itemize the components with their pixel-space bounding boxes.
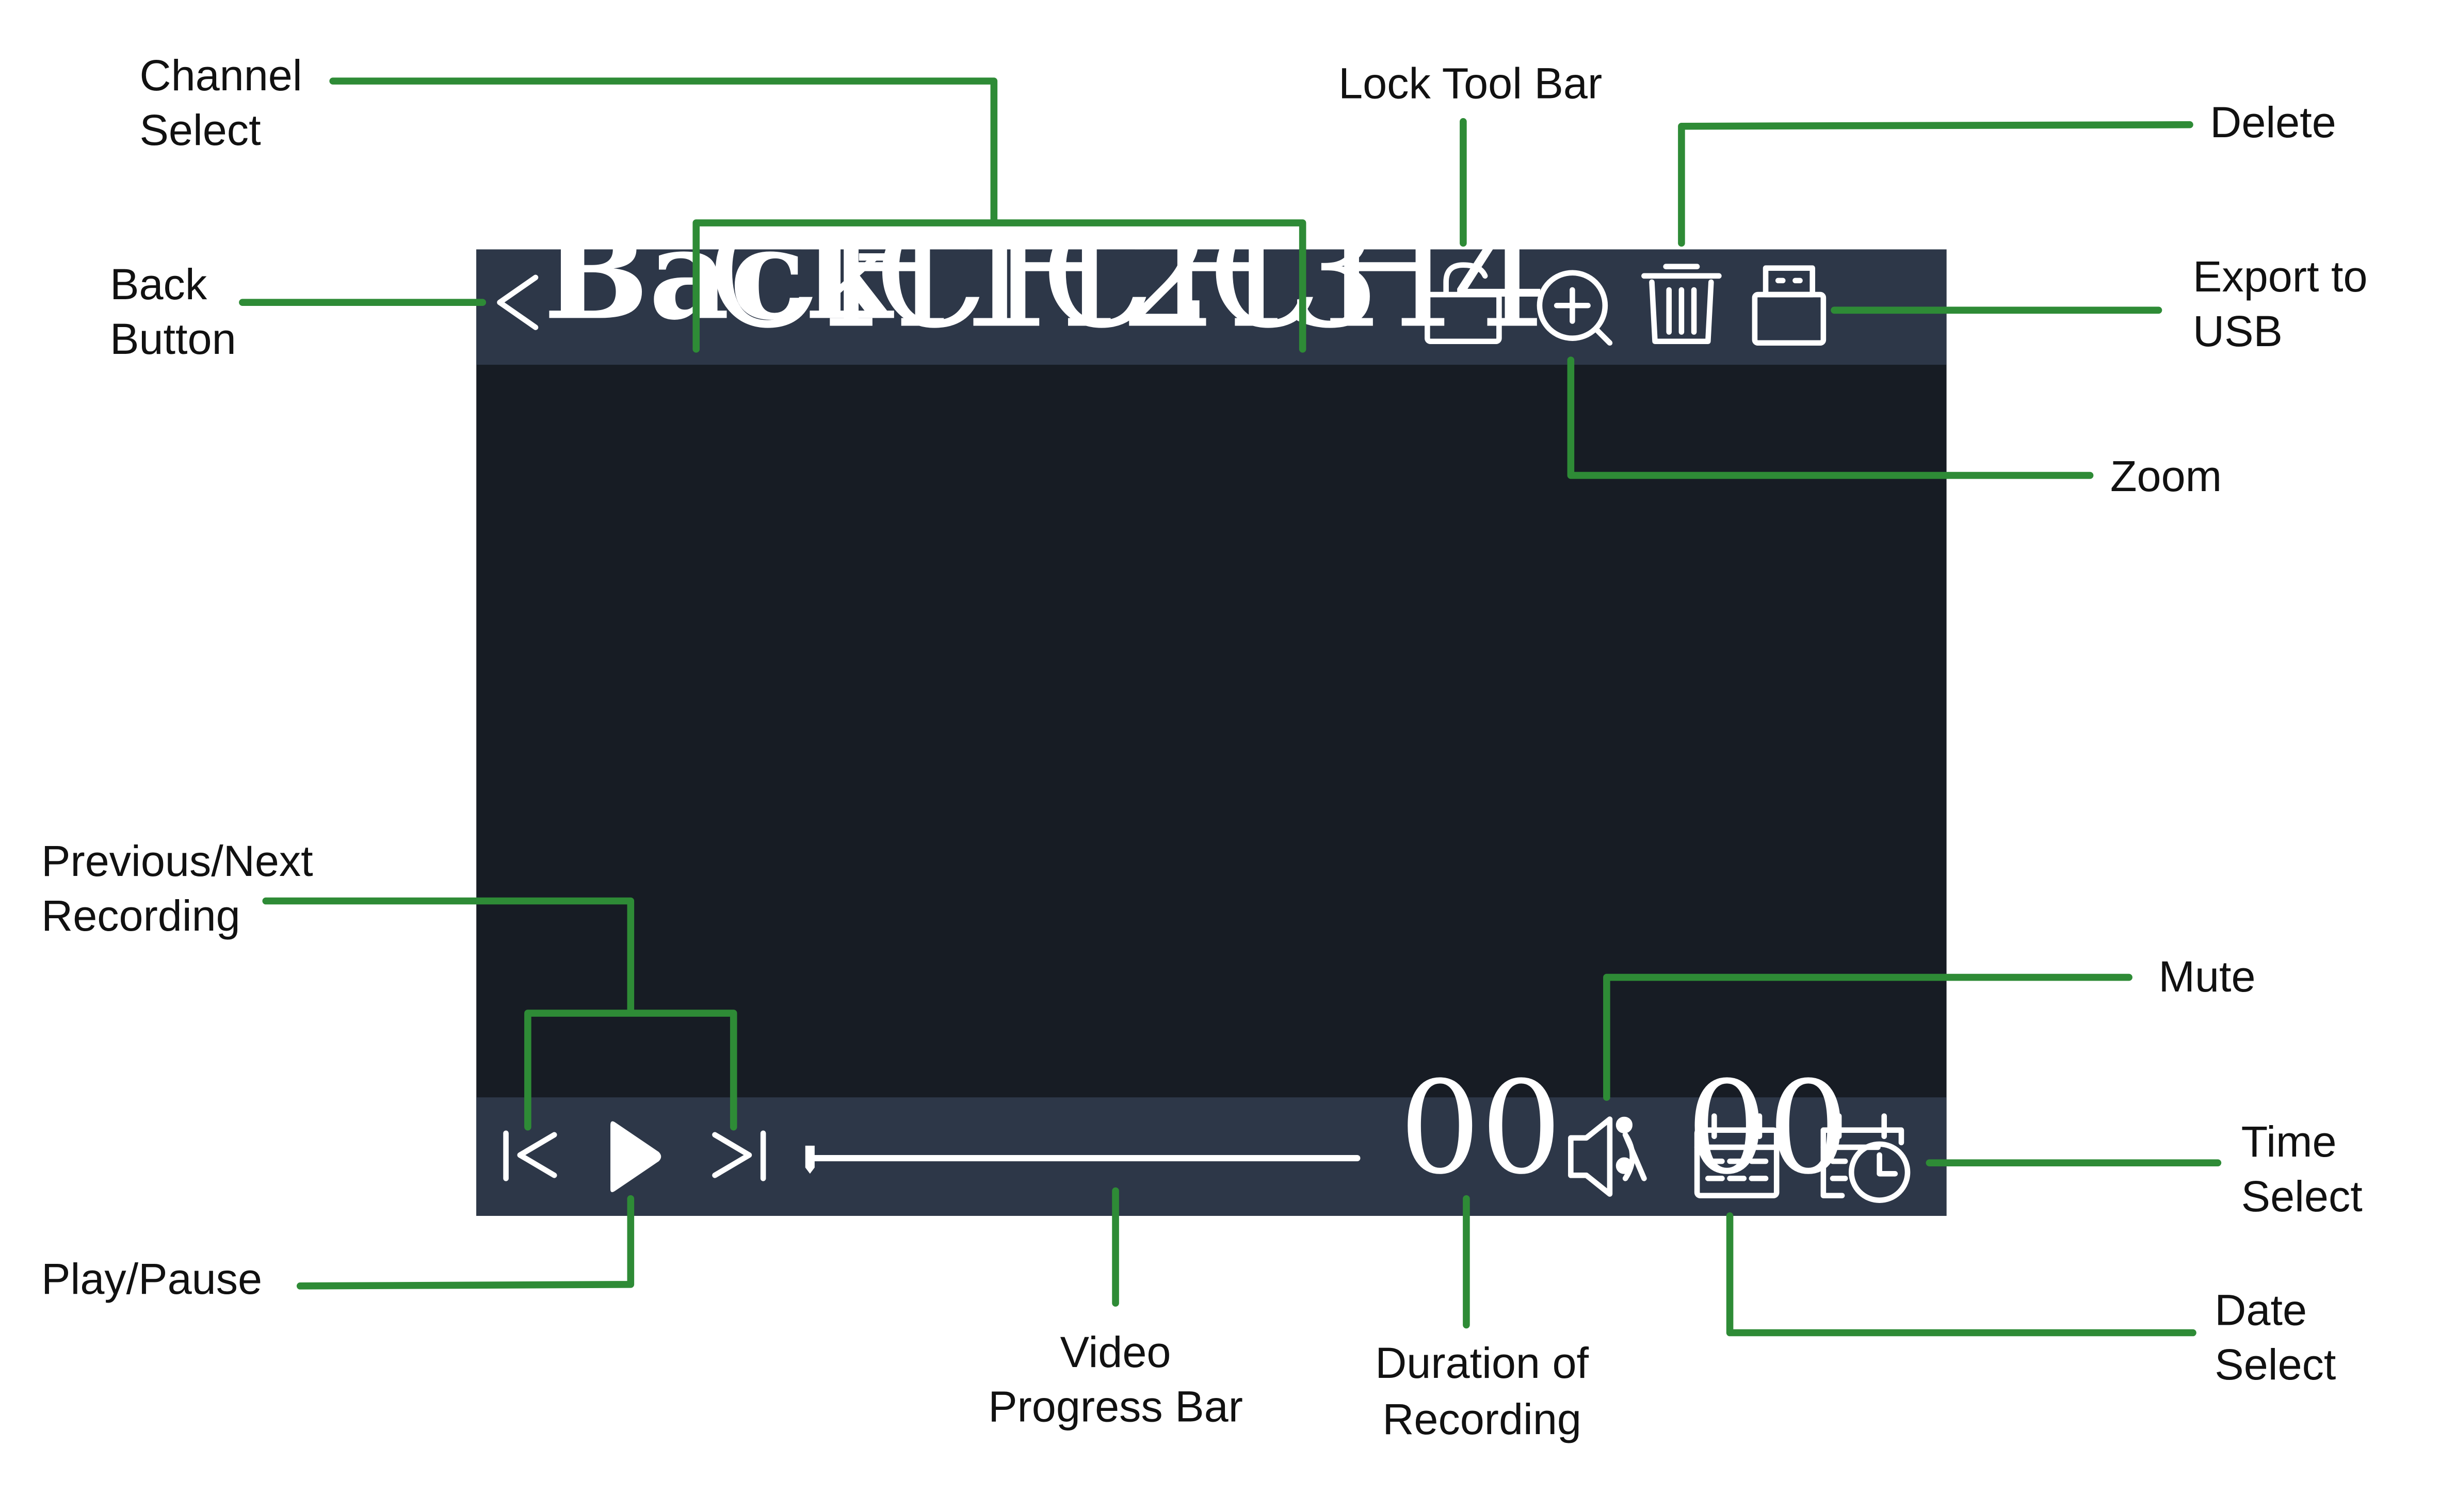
label-duration-2: Recording [1382,1394,1581,1443]
label-time-select-1: Time [2241,1117,2337,1166]
label-delete: Delete [2210,97,2336,147]
label-back-button-2: Button [110,314,236,363]
annotation-labels: Channel Select Lock Tool Bar Delete Back… [41,51,2367,1443]
label-back-button-1: Back [110,259,207,308]
mute-icon[interactable] [1568,1116,1647,1197]
usb-icon[interactable] [1752,265,1827,346]
channel-tab-ch3[interactable]: CH3 [1041,188,1381,362]
label-prev-next-1: Previous/Next [41,836,313,885]
callout-zoom [1567,356,2094,479]
label-progress-bar-1: Video [1060,1327,1171,1376]
zoom-in-icon[interactable] [1537,270,1613,346]
callout-play-pause [296,1195,635,1290]
label-export-usb-1: Export to [2193,252,2368,301]
calendar-icon[interactable] [1694,1113,1780,1198]
video-screen [476,249,1947,1216]
lock-icon[interactable] [1425,262,1502,345]
callout-date-select [1726,1212,2196,1337]
label-mute: Mute [2159,952,2256,1001]
previous-recording-button[interactable] [503,1130,557,1181]
top-toolbar [476,249,1947,365]
label-prev-next-2: Recording [41,891,240,940]
label-progress-bar-2: Progress Bar [988,1382,1243,1431]
label-date-select-2: Select [2215,1340,2336,1389]
previous-icon [503,1130,557,1181]
channel-tab-ch2[interactable]: CH2 [874,188,1214,362]
label-export-usb-2: USB [2193,306,2283,355]
callout-mute [1603,973,2132,1101]
trash-icon[interactable] [1641,264,1722,345]
label-play-pause: Play/Pause [41,1254,262,1303]
next-recording-button[interactable] [712,1130,766,1181]
progress-handle[interactable] [805,1145,815,1174]
video-progress-bar[interactable] [805,1145,1361,1174]
label-duration-1: Duration of [1375,1338,1589,1387]
label-date-select-1: Date [2215,1285,2307,1334]
channel-tab-ch4[interactable]: CH4 [1207,188,1547,362]
callout-delete [1678,121,2193,247]
calendar-clock-icon[interactable] [1820,1113,1911,1203]
chevron-left-icon [497,274,539,330]
callout-channel-select [329,77,1306,353]
label-time-select-2: Select [2241,1172,2363,1221]
label-zoom: Zoom [2110,451,2222,500]
next-icon [712,1130,766,1181]
label-lock-tool-bar: Lock Tool Bar [1338,58,1602,107]
callout-prev-next [262,897,737,1131]
label-channel-select-2: Select [139,105,261,154]
play-icon[interactable] [610,1121,661,1192]
callout-lines [239,77,2222,1337]
label-channel-select-1: Channel [139,51,302,100]
